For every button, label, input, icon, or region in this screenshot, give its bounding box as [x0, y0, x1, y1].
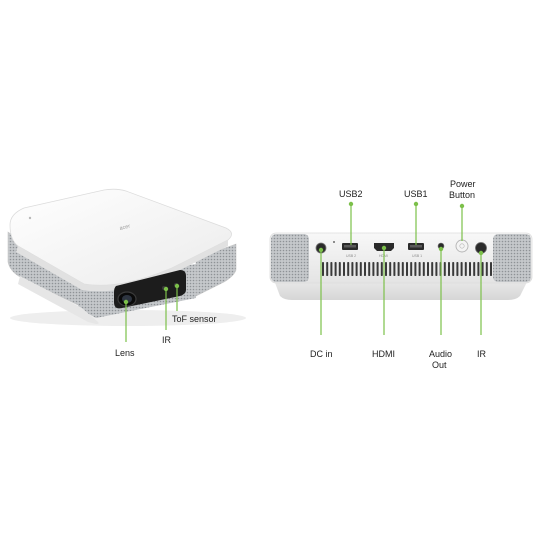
rear-right-grille	[493, 234, 531, 282]
vent-slot	[401, 262, 404, 276]
tof-callout-dot	[174, 283, 180, 289]
power-button	[455, 239, 469, 253]
front-base	[18, 276, 99, 324]
usb2-label: USB2	[339, 189, 363, 199]
rear-indicator-dot	[333, 241, 335, 243]
ir-front-callout-dot	[163, 286, 169, 292]
vent-slot	[397, 262, 400, 276]
front-callouts: Lens IR ToF sensor	[115, 283, 217, 358]
audio-out-callout-dot	[438, 246, 444, 252]
vent-slot	[389, 262, 392, 276]
vent-slot	[481, 262, 484, 276]
vent-slot	[418, 262, 421, 276]
usb2-port-label: USB 2	[346, 254, 356, 258]
lens-callout-dot	[123, 299, 129, 305]
vent-slot	[334, 262, 337, 276]
ir-rear-label: IR	[477, 349, 487, 359]
vent-slot	[460, 262, 463, 276]
vent-slot	[410, 262, 413, 276]
vent-slot	[485, 262, 488, 276]
vent-slot	[364, 262, 366, 276]
vent-slot	[393, 262, 396, 276]
vent-slot	[326, 262, 329, 276]
vent-slot	[376, 262, 379, 276]
audio-out-label-line1: Audio	[429, 349, 452, 359]
audio-out-label-line2: Out	[432, 360, 447, 370]
dc-in-label: DC in	[310, 349, 333, 359]
vent-slot	[490, 262, 492, 276]
vent-slot	[427, 262, 429, 276]
power-icon	[459, 243, 465, 249]
vent-slot	[347, 262, 350, 276]
vent-slot	[435, 262, 438, 276]
vent-slot	[380, 262, 383, 276]
usb1-port-inner	[410, 245, 422, 248]
hdmi-callout-dot	[381, 245, 387, 251]
front-top-face	[9, 188, 232, 286]
dc-in-callout-dot	[318, 247, 324, 253]
vent-slot	[456, 262, 459, 276]
power-button-label-line2: Button	[449, 190, 475, 200]
vent-slot	[368, 262, 371, 276]
vent-slot	[469, 262, 471, 276]
front-top-bevel	[16, 240, 228, 292]
vent-slot	[385, 262, 387, 276]
hdmi-label: HDMI	[372, 349, 395, 359]
rear-body	[269, 232, 533, 284]
vent-slot	[330, 262, 333, 276]
vent-slot	[422, 262, 425, 276]
vent-slot	[355, 262, 358, 276]
usb1-callout-dot	[413, 201, 419, 207]
power-button-label-line1: Power	[450, 179, 476, 189]
power-button-callout-dot	[459, 203, 465, 209]
rear-vents	[322, 262, 492, 276]
vent-slot	[473, 262, 476, 276]
tof-sensor-label: ToF sensor	[172, 314, 217, 324]
usb1-port-label: USB 1	[412, 254, 422, 258]
lens-label: Lens	[115, 348, 135, 358]
vent-slot	[452, 262, 455, 276]
ir-rear-callout-dot	[478, 250, 484, 256]
vent-slot	[343, 262, 345, 276]
usb2-callout-dot	[348, 201, 354, 207]
vent-slot	[338, 262, 341, 276]
vent-slot	[351, 262, 354, 276]
ir-front-label: IR	[162, 335, 172, 345]
vent-slot	[477, 262, 480, 276]
front-brand-mark: acer	[119, 223, 131, 231]
vent-slot	[414, 262, 417, 276]
vent-slot	[359, 262, 362, 276]
usb2-port-inner	[344, 245, 356, 248]
usb1-label: USB1	[404, 189, 428, 199]
vent-slot	[464, 262, 467, 276]
rear-callouts: USB2 USB1 Power Button DC in HDMI Audio …	[310, 179, 487, 370]
vent-slot	[372, 262, 375, 276]
front-shadow	[10, 310, 246, 326]
rear-base	[274, 280, 528, 300]
rear-left-grille	[271, 234, 309, 282]
vent-slot	[322, 262, 324, 276]
front-projector: acer	[7, 188, 246, 326]
vent-slot	[406, 262, 408, 276]
rear-projector: USB 2 HDMI USB 1	[269, 232, 533, 300]
status-led	[28, 216, 32, 220]
vent-slot	[448, 262, 450, 276]
vent-slot	[443, 262, 446, 276]
vent-slot	[431, 262, 434, 276]
